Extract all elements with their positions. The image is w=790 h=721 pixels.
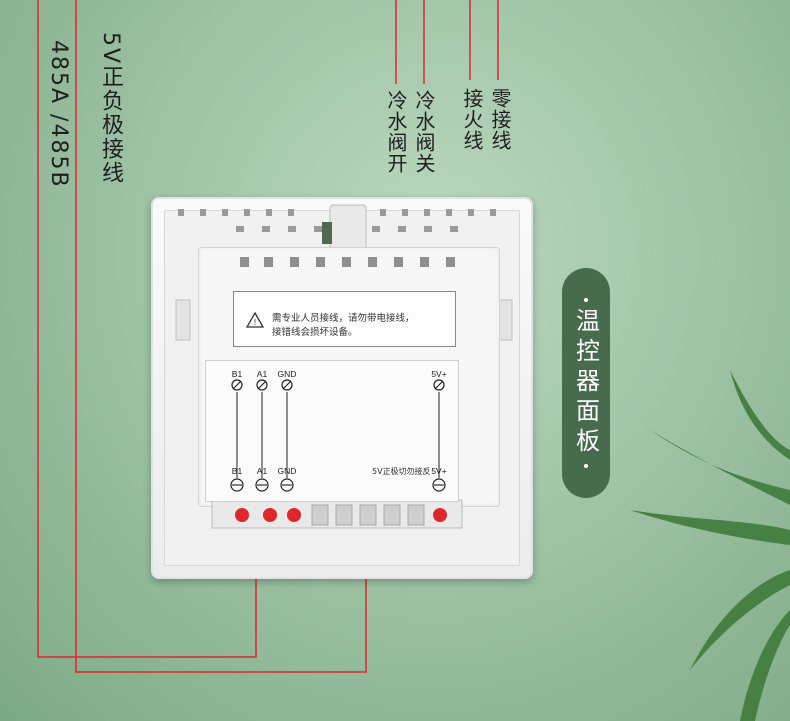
terminal-label-a1-top: A1: [256, 369, 268, 379]
label-cold-valve-close: 冷水阀关: [412, 90, 436, 174]
label-5v-power: 5V正负极接线: [98, 32, 123, 186]
label-neutral-wire: 零接线: [488, 88, 512, 151]
label-cold-valve-open: 冷水阀开: [384, 90, 408, 174]
svg-text:!: !: [253, 318, 256, 327]
badge-dot-top: [584, 298, 588, 302]
terminal-label-b1-bottom: B1: [231, 466, 243, 476]
warning-line-1: 需专业人员接线，请勿带电接线，: [272, 313, 415, 324]
terminal-label-gnd-top: GND: [277, 369, 297, 379]
badge-text: 温控器面板: [571, 308, 600, 458]
polarity-warning: 5V正极切勿接反: [372, 467, 431, 476]
terminal-label-5v-bottom: 5V+: [431, 466, 447, 476]
thermostat-panel-badge: 温控器面板: [562, 268, 610, 498]
badge-dot-bottom: [584, 464, 588, 468]
terminal-label-gnd-bottom: GND: [277, 466, 297, 476]
terminal-label-b1-top: B1: [231, 369, 243, 379]
terminal-label-5v-top: 5V+: [431, 369, 447, 379]
label-live-wire: 接火线: [460, 88, 484, 151]
label-485ab: 485A /485B: [46, 40, 71, 189]
warning-line-2: 接错线会损坏设备。: [272, 327, 358, 338]
terminal-label-a1-bottom: A1: [256, 466, 268, 476]
warning-icon: !: [246, 312, 264, 328]
terminal-label-area: [205, 360, 459, 502]
palm-plant: [630, 370, 790, 721]
warning-label: ! 需专业人员接线，请勿带电接线， 接错线会损坏设备。: [233, 291, 456, 347]
